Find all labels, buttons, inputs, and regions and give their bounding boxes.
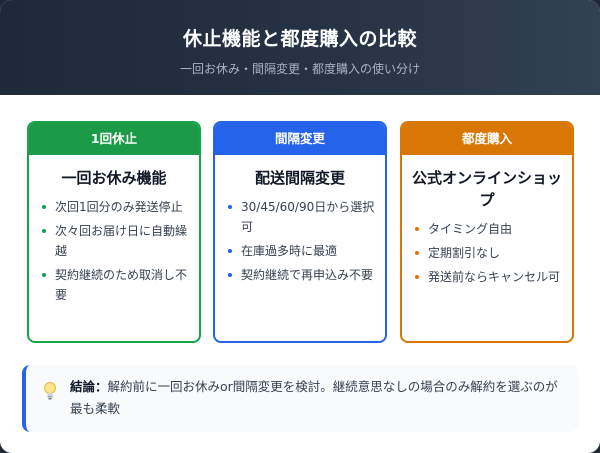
bullet-icon bbox=[42, 229, 46, 233]
bullet-icon bbox=[42, 205, 46, 209]
bullet-icon bbox=[42, 273, 46, 277]
conclusion-box: 結論：解約前に一回お休みor間隔変更を検討。継続意思なしの場合のみ解約を選ぶのが… bbox=[22, 365, 578, 432]
feature-list: 次回1回分のみ発送停止 次々回お届け日に自動繰越 契約継続のため取消し不要 bbox=[39, 197, 189, 305]
card-interval-change: 間隔変更 配送間隔変更 30/45/60/90日から選択可 在庫過多時に最適 契… bbox=[213, 121, 387, 343]
list-item: 在庫過多時に最適 bbox=[225, 241, 375, 261]
bullet-icon bbox=[415, 227, 419, 231]
feature-list: 30/45/60/90日から選択可 在庫過多時に最適 契約継続で再申込み不要 bbox=[225, 197, 375, 285]
list-item: 定期割引なし bbox=[412, 243, 562, 263]
bullet-icon bbox=[415, 251, 419, 255]
page-subtitle: 一回お休み・間隔変更・都度購入の使い分け bbox=[179, 62, 420, 76]
conclusion-body: 解約前に一回お休みor間隔変更を検討。継続意思なしの場合のみ解約を選ぶのが最も柔… bbox=[70, 379, 558, 416]
conclusion-label: 結論： bbox=[70, 379, 108, 394]
list-item: 次々回お届け日に自動繰越 bbox=[39, 221, 189, 261]
list-item: 契約継続のため取消し不要 bbox=[39, 265, 189, 305]
page-title: 休止機能と都度購入の比較 bbox=[182, 28, 417, 50]
bullet-icon bbox=[415, 275, 419, 279]
feature-list: タイミング自由 定期割引なし 発送前ならキャンセル可 bbox=[412, 219, 562, 287]
list-item: 30/45/60/90日から選択可 bbox=[225, 197, 375, 237]
card-badge: 1回休止 bbox=[29, 123, 199, 155]
list-item: タイミング自由 bbox=[412, 219, 562, 239]
bullet-icon bbox=[228, 249, 232, 253]
conclusion-text: 結論：解約前に一回お休みor間隔変更を検討。継続意思なしの場合のみ解約を選ぶのが… bbox=[70, 376, 562, 420]
list-item: 契約継続で再申込み不要 bbox=[225, 265, 375, 285]
lightbulb-icon bbox=[44, 382, 56, 400]
card-title: 公式オンラインショップ bbox=[411, 169, 562, 209]
list-item: 発送前ならキャンセル可 bbox=[412, 267, 562, 287]
bullet-icon bbox=[228, 273, 232, 277]
card-badge: 間隔変更 bbox=[215, 123, 385, 155]
list-item: 次回1回分のみ発送停止 bbox=[39, 197, 189, 217]
card-pause-once: 1回休止 一回お休み機能 次回1回分のみ発送停止 次々回お届け日に自動繰越 契約… bbox=[27, 121, 201, 343]
card-title: 配送間隔変更 bbox=[254, 169, 345, 187]
header: 休止機能と都度購入の比較 一回お休み・間隔変更・都度購入の使い分け bbox=[0, 0, 600, 95]
bullet-icon bbox=[228, 205, 232, 209]
card-title: 一回お休み機能 bbox=[61, 169, 167, 187]
card-badge: 都度購入 bbox=[402, 123, 572, 155]
card-one-time-purchase: 都度購入 公式オンラインショップ タイミング自由 定期割引なし 発送前ならキャン… bbox=[400, 121, 574, 343]
